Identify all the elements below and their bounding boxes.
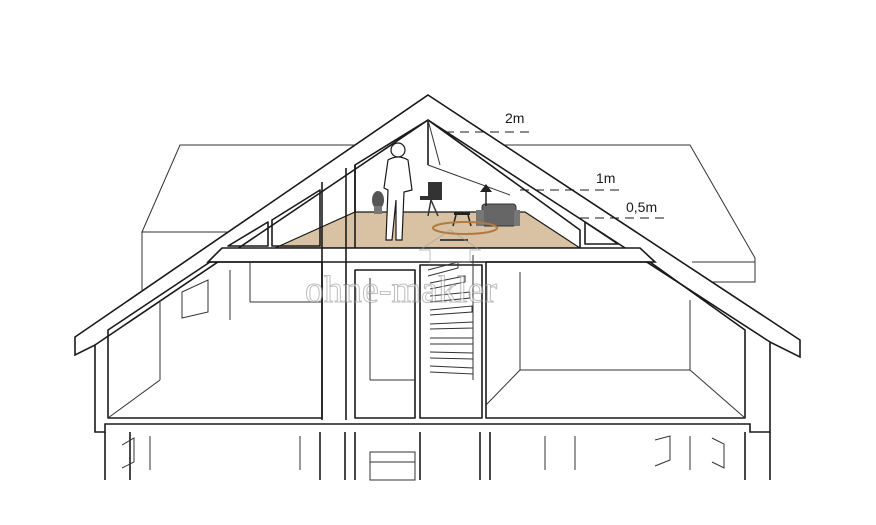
staircase [427, 239, 474, 380]
lamp-icon [480, 184, 492, 206]
person-figure [383, 142, 413, 241]
lower-storey [107, 261, 746, 419]
rug-icon [432, 221, 498, 235]
plant-icon [372, 191, 384, 214]
upper-slab [206, 168, 658, 420]
watermark: ohne-makler [305, 229, 498, 312]
label-05m: 0,5m [626, 199, 657, 215]
gable-outline [74, 94, 801, 433]
label-1m: 1m [596, 170, 615, 186]
armchair-icon [476, 203, 520, 227]
stool-icon [452, 212, 472, 227]
height-markers: 2m 1m 0,5m [445, 110, 666, 219]
label-2m: 2m [505, 110, 524, 126]
watermark-text: ohne-makler [305, 269, 497, 311]
chair-icon [420, 182, 442, 217]
attic-furniture [372, 142, 520, 241]
ground-floor [104, 432, 771, 481]
attic-interior [354, 119, 581, 250]
